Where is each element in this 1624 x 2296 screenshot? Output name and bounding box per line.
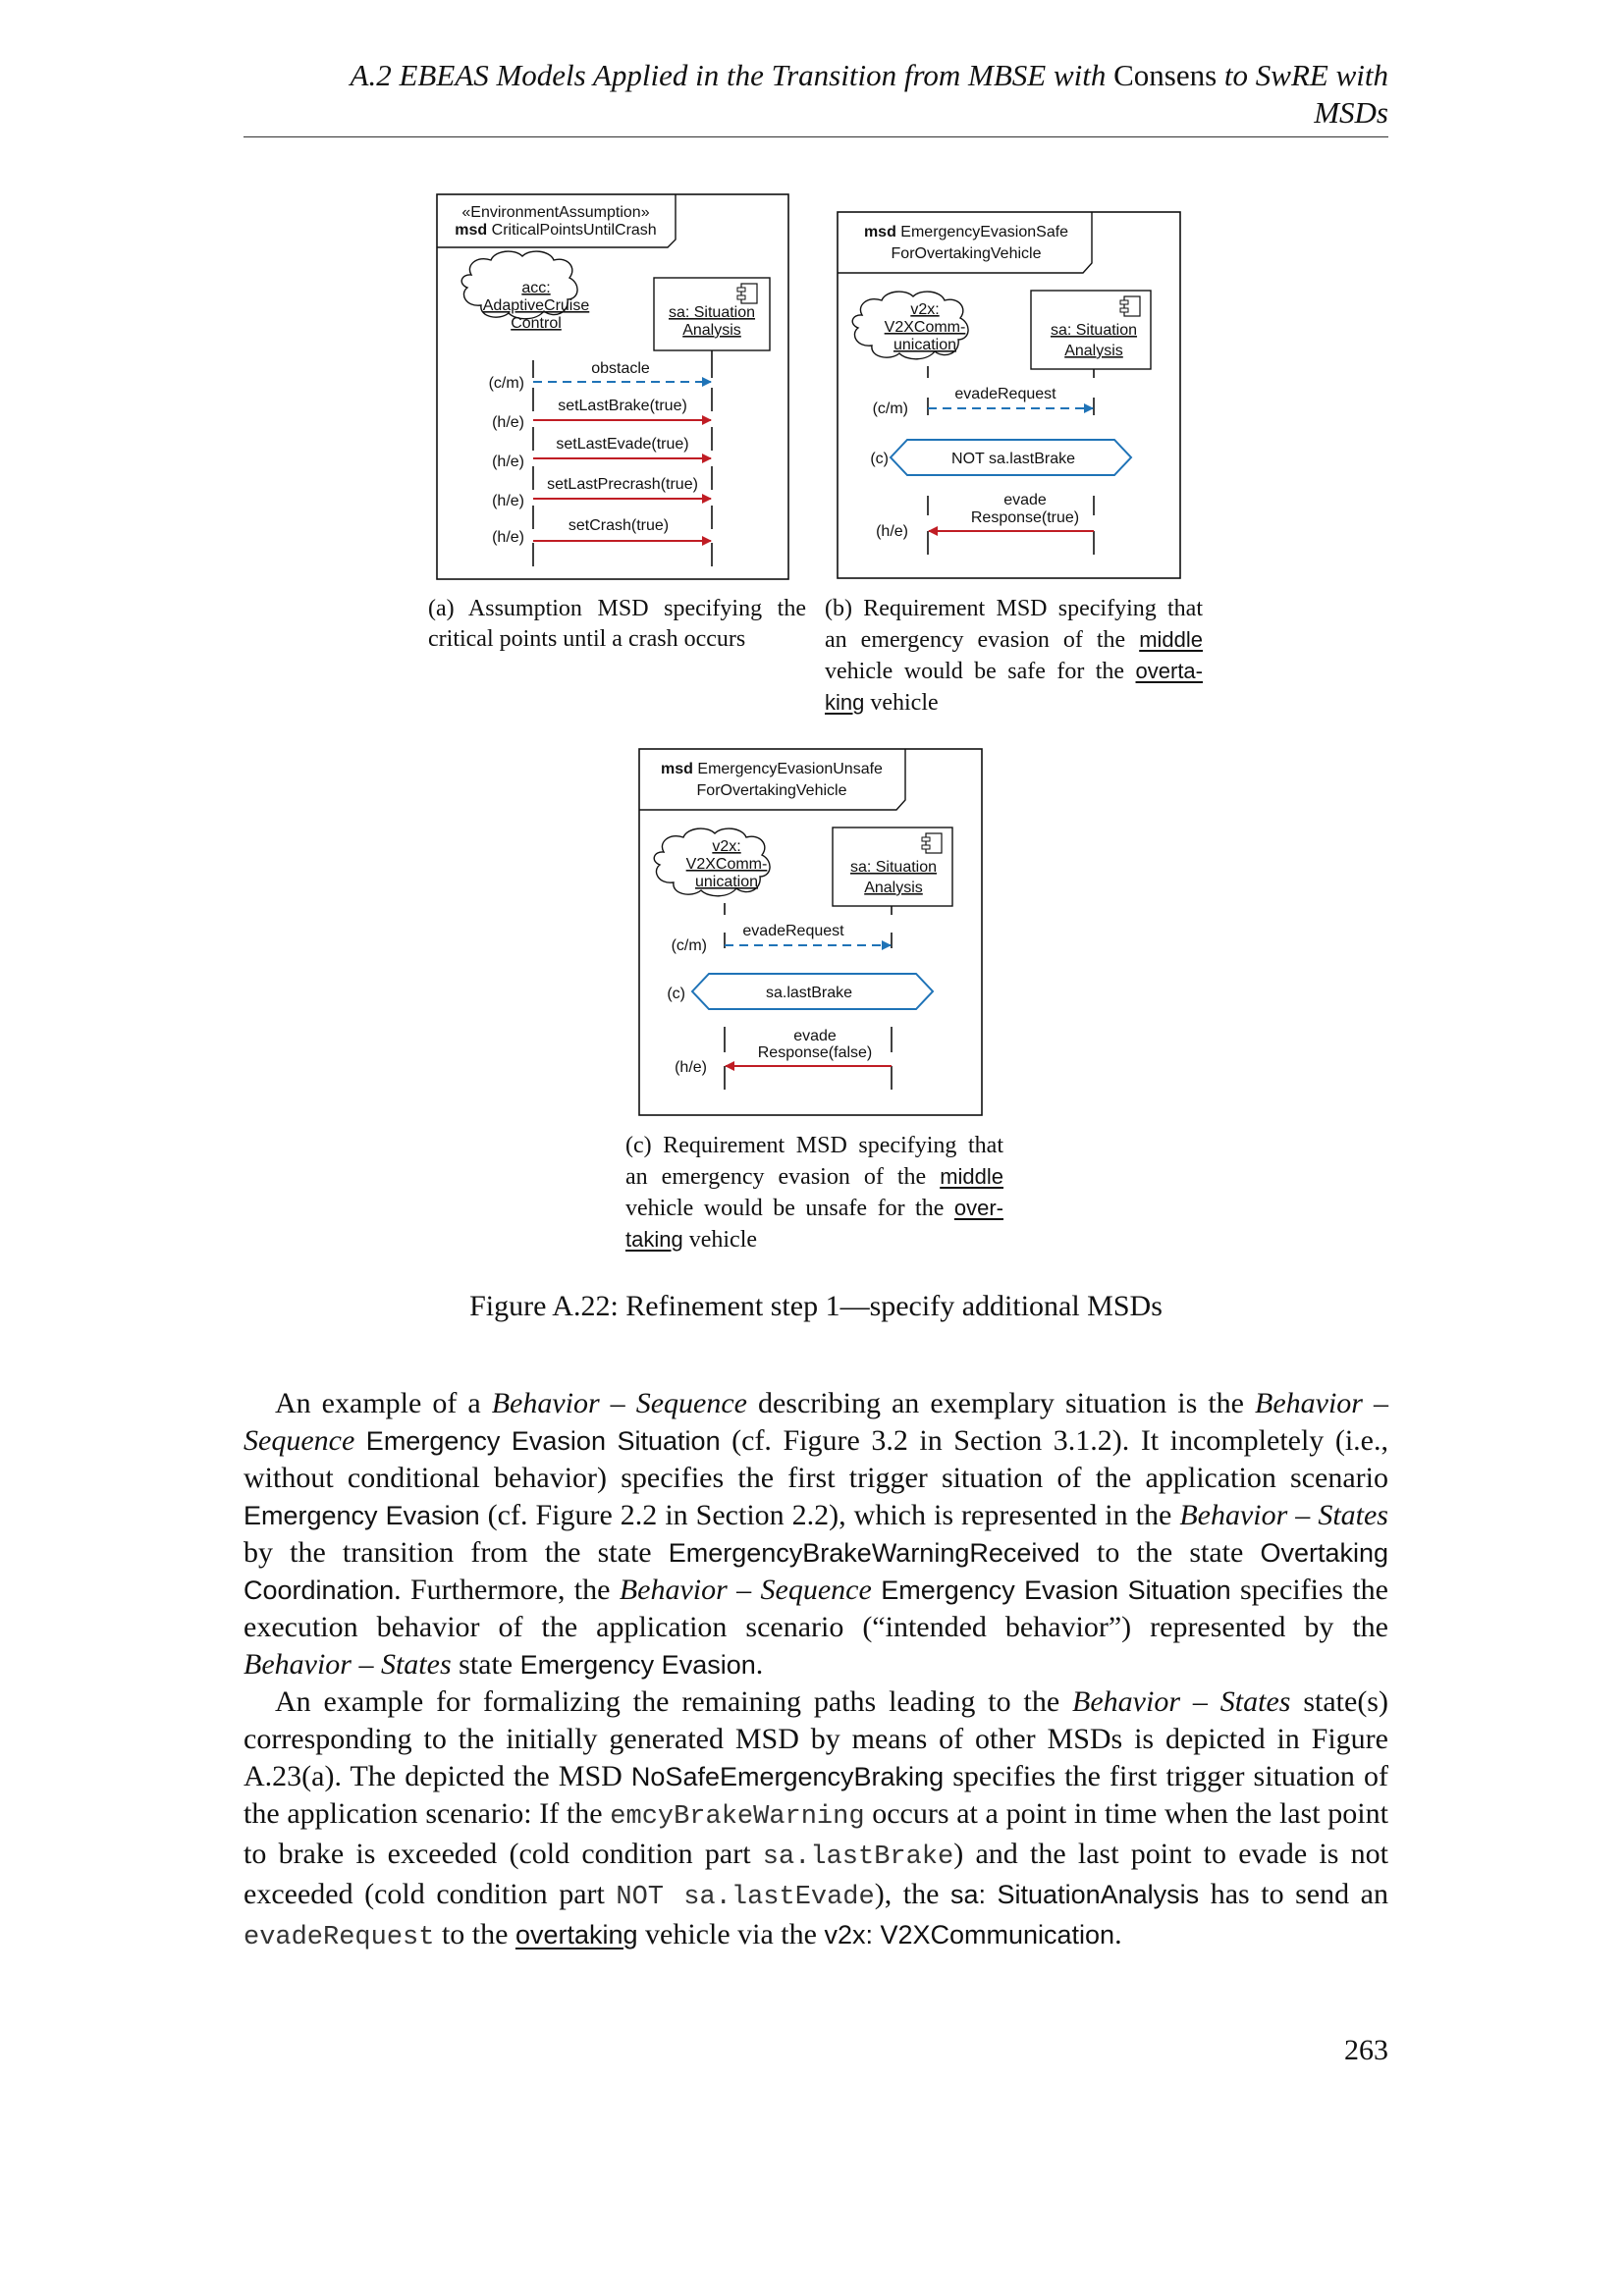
msd-title-a: msd CriticalPointsUntilCrash — [455, 222, 656, 239]
lifeline-stems — [532, 350, 713, 566]
diagram-b: msd EmergencyEvasionSafe ForOvertakingVe… — [837, 211, 1181, 579]
message-c-2-label1: evade — [793, 1028, 837, 1044]
lifeline-b-1-line3: unication — [893, 337, 956, 353]
frame-c — [638, 748, 983, 1116]
message-b-1-mode: (c/m) — [873, 400, 908, 417]
lifeline-b-1-line2: V2XComm- — [885, 319, 966, 336]
frame-c-tab — [639, 749, 906, 811]
subcaption-b: (b) Requirement MSD specifying that an e… — [825, 594, 1203, 719]
body-text: An example of a Behavior – Sequence desc… — [244, 1385, 1388, 1956]
lifeline-b-1-line1: v2x: — [910, 301, 939, 318]
subcaption-b-line2: an emergency evasion of the middle — [825, 627, 1203, 653]
running-header-line2: MSDs — [1314, 95, 1388, 130]
diagram-c: msd EmergencyEvasionUnsafe ForOvertaking… — [638, 748, 983, 1116]
condition-c-mode: (c) — [667, 986, 685, 1002]
msd-title-c-line2: ForOvertakingVehicle — [697, 782, 847, 799]
message-a-1-label: obstacle — [591, 360, 650, 377]
subcaption-b-line1: (b) Requirement MSD specifying that — [825, 596, 1203, 621]
lifeline-stems — [724, 903, 893, 1090]
subcaption-c-line2: an emergency evasion of the middle — [625, 1164, 1003, 1190]
subcaption-c-line1: (c) Requirement MSD specifying that — [625, 1133, 1003, 1158]
message-b-2-label2: Response(true) — [971, 509, 1079, 526]
cloud-shape — [851, 291, 969, 360]
message-c-2-label2: Response(false) — [758, 1044, 873, 1061]
subcaption-a-line1: (a) Assumption MSD specifying the — [428, 596, 806, 621]
message-b-2-label1: evade — [1003, 492, 1047, 508]
message-c-1-label: evadeRequest — [742, 923, 844, 939]
subcaption-b-line4: king vehicle — [825, 690, 939, 716]
lifeline-a-2-line1: sa: Situation — [669, 304, 755, 321]
page-number: 263 — [1344, 2034, 1388, 2066]
running-header-line1: A.2 EBEAS Models Applied in the Transiti… — [350, 58, 1388, 92]
message-a-3-label: setLastEvade(true) — [556, 436, 688, 453]
running-header: A.2 EBEAS Models Applied in the Transiti… — [244, 57, 1388, 132]
frame-a-tab — [437, 194, 677, 248]
message-a-4-mode: (h/e) — [492, 493, 524, 509]
lifeline-a-1-line1: acc: — [521, 280, 550, 296]
message-a-2-mode: (h/e) — [492, 414, 524, 431]
stereotype-label: «EnvironmentAssumption» — [461, 204, 649, 221]
header-rule — [244, 136, 1388, 137]
lifeline-a-1-line3: Control — [511, 315, 562, 332]
msd-title-b-line2: ForOvertakingVehicle — [892, 245, 1042, 262]
figure-caption: Figure A.22: Refinement step 1—specify a… — [469, 1290, 1163, 1322]
message-c-1-mode: (c/m) — [672, 937, 707, 954]
paragraph-2: An example for formalizing the remaining… — [244, 1685, 1388, 1952]
cloud-shape — [653, 828, 771, 897]
subcaption-c-line4: taking vehicle — [625, 1227, 758, 1253]
subcaption-c-line3: vehicle would be unsafe for the over- — [625, 1196, 1003, 1221]
paragraph-1: An example of a Behavior – Sequence desc… — [244, 1387, 1389, 1681]
component-icon — [736, 283, 758, 304]
message-a-5-label: setCrash(true) — [568, 517, 669, 534]
diagram-a: «EnvironmentAssumption» msd CriticalPoin… — [436, 193, 789, 580]
msd-title-b-line1: msd EmergencyEvasionSafe — [864, 224, 1068, 240]
message-a-2-label: setLastBrake(true) — [558, 398, 687, 414]
message-a-4-label: setLastPrecrash(true) — [547, 476, 698, 493]
message-b-2-mode: (h/e) — [876, 523, 908, 540]
lifeline-a-2-line2: Analysis — [682, 322, 741, 339]
frame-b-tab — [838, 212, 1093, 274]
lifeline-c-1-line2: V2XComm- — [686, 856, 768, 873]
lifeline-c-2-line1: sa: Situation — [850, 859, 937, 876]
frame-a — [436, 193, 789, 580]
lifeline-a-1-line2: AdaptiveCruise — [483, 297, 590, 314]
subcaption-c: (c) Requirement MSD specifying that an e… — [625, 1131, 1003, 1255]
message-b-1-label: evadeRequest — [954, 386, 1056, 402]
component-icon — [921, 832, 943, 854]
cloud-shape — [460, 250, 578, 320]
lifeline-b-2-line1: sa: Situation — [1051, 322, 1137, 339]
condition-c-label: sa.lastBrake — [766, 985, 852, 1001]
condition-hexagon — [690, 973, 935, 1010]
frame-b — [837, 211, 1181, 579]
condition-hexagon — [889, 439, 1133, 476]
subcaption-a-line2: critical points until a crash occurs — [428, 626, 746, 652]
lifeline-c-1-line3: unication — [695, 874, 758, 890]
condition-b-label: NOT sa.lastBrake — [951, 451, 1075, 467]
lifeline-c-2-line2: Analysis — [864, 880, 923, 896]
message-a-1-mode: (c/m) — [489, 375, 524, 392]
lifeline-stems — [927, 366, 1095, 555]
message-c-2-mode: (h/e) — [675, 1059, 707, 1076]
subcaption-a: (a) Assumption MSD specifying the critic… — [428, 594, 806, 655]
lifeline-b-2-line2: Analysis — [1064, 343, 1123, 359]
message-a-3-mode: (h/e) — [492, 454, 524, 470]
lifeline-c-1-line1: v2x: — [712, 838, 740, 855]
message-a-5-mode: (h/e) — [492, 529, 524, 546]
msd-title-c-line1: msd EmergencyEvasionUnsafe — [661, 761, 883, 777]
component-icon — [1119, 295, 1141, 317]
condition-b-mode: (c) — [870, 451, 889, 467]
subcaption-b-line3: vehicle would be safe for the overta- — [825, 659, 1203, 684]
